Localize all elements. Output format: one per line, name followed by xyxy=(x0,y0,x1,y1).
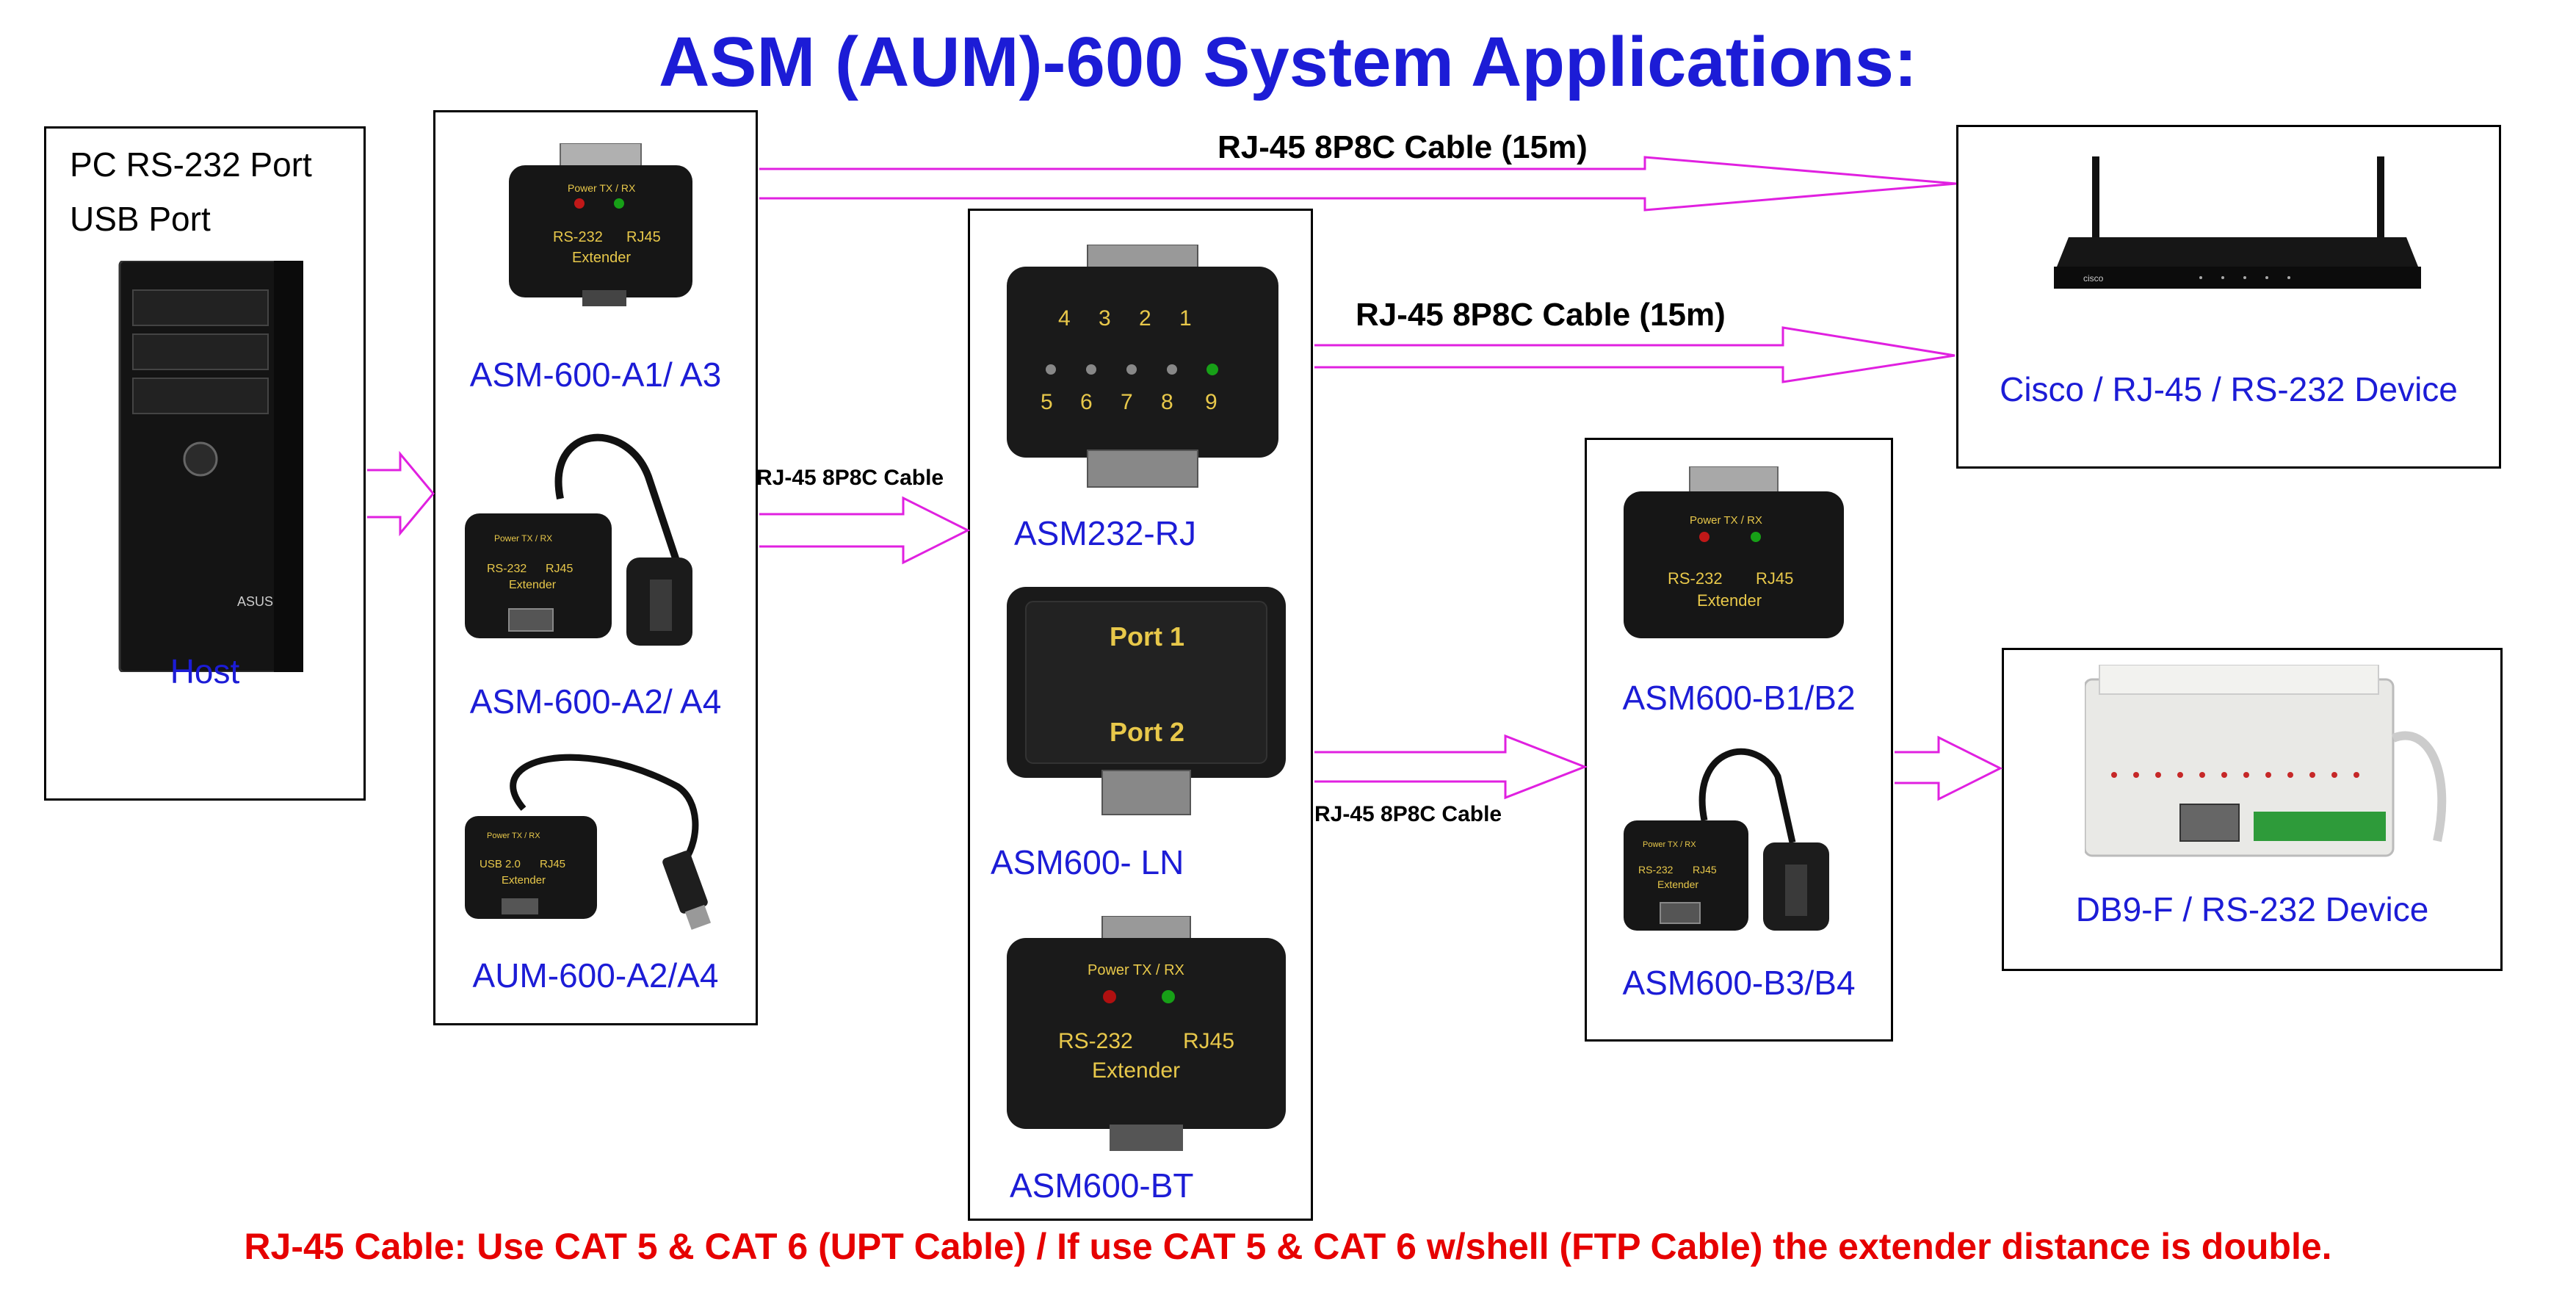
asm232-rj-label: ASM232-RJ xyxy=(1014,514,1196,552)
arrow-col2-to-cisco xyxy=(1314,326,1955,383)
svg-text:RJ45: RJ45 xyxy=(1183,1029,1234,1053)
asm-600-a1-label: ASM-600-A1/ A3 xyxy=(469,356,722,394)
svg-text:RJ45: RJ45 xyxy=(546,563,573,575)
db9-module-image xyxy=(2085,665,2447,857)
svg-text:2: 2 xyxy=(1139,306,1151,331)
svg-text:Extender: Extender xyxy=(509,579,557,591)
svg-text:Extender: Extender xyxy=(572,250,631,266)
adapter-column-2: 4 3 2 1 5 6 7 8 9 ASM232-RJ Port 1 Port … xyxy=(968,209,1313,1221)
host-line-rs232: PC RS-232 Port xyxy=(70,145,312,184)
asm600-b1-label: ASM600-B1/B2 xyxy=(1622,679,1856,717)
adapter-column-3: Power TX / RX RS-232 RJ45 Extender ASM60… xyxy=(1585,438,1893,1042)
svg-text:RS-232: RS-232 xyxy=(1668,569,1723,588)
db9-device-box: DB9-F / RS-232 Device xyxy=(2002,648,2503,971)
cable-label-col1-col2: RJ-45 8P8C Cable xyxy=(756,466,944,490)
aum-600-a2-device-image: Power TX / RX USB 2.0 RJ45 Extender xyxy=(465,754,712,930)
svg-text:Extender: Extender xyxy=(1697,591,1762,610)
cisco-device-box: cisco Cisco / RJ-45 / RS-232 Device xyxy=(1956,125,2501,469)
svg-text:6: 6 xyxy=(1080,390,1093,414)
arrow-col3-to-db9 xyxy=(1895,735,2003,801)
svg-text:Extender: Extender xyxy=(1657,878,1698,890)
svg-text:4: 4 xyxy=(1058,306,1071,331)
host-box: PC RS-232 Port USB Port ASUS Host xyxy=(44,126,366,801)
svg-text:RJ45: RJ45 xyxy=(1756,569,1793,588)
cable-label-mid: RJ-45 8P8C Cable (15m) xyxy=(1356,297,1726,333)
svg-text:Power TX / RX: Power TX / RX xyxy=(568,182,636,194)
pc-tower-image: ASUS xyxy=(118,261,303,672)
svg-text:USB 2.0: USB 2.0 xyxy=(480,858,521,870)
asm600-ln-device-image: Port 1 Port 2 xyxy=(1007,587,1286,815)
svg-text:Extender: Extender xyxy=(1092,1058,1180,1083)
db9-device-label: DB9-F / RS-232 Device xyxy=(2075,890,2429,928)
asm600-b3-device-image: Power TX / RX RS-232 RJ45 Extender xyxy=(1624,748,1829,931)
arrow-col1-to-col2 xyxy=(759,496,971,565)
host-label: Host xyxy=(170,652,240,690)
host-line-usb: USB Port xyxy=(70,200,211,238)
svg-text:Power TX / RX: Power TX / RX xyxy=(1690,514,1762,527)
svg-text:3: 3 xyxy=(1099,306,1111,331)
asm600-ln-label: ASM600- LN xyxy=(991,843,1184,881)
svg-text:5: 5 xyxy=(1041,390,1053,414)
router-image: cisco xyxy=(2054,156,2421,289)
arrow-col1-to-cisco xyxy=(759,156,1957,212)
svg-text:Extender: Extender xyxy=(502,874,546,887)
aum-600-a2-label: AUM-600-A2/A4 xyxy=(472,956,719,995)
asm600-bt-label: ASM600-BT xyxy=(1010,1166,1194,1205)
asm600-bt-device-image: Power TX / RX RS-232 RJ45 Extender xyxy=(1007,916,1286,1151)
svg-text:1: 1 xyxy=(1179,306,1192,331)
cable-label-col2-col3: RJ-45 8P8C Cable xyxy=(1314,802,1502,826)
asm600-b1-device-image: Power TX / RX RS-232 RJ45 Extender xyxy=(1624,466,1844,638)
asm232-rj-device-image: 4 3 2 1 5 6 7 8 9 xyxy=(1007,245,1278,488)
svg-text:RJ45: RJ45 xyxy=(626,229,661,245)
svg-text:Power TX / RX: Power TX / RX xyxy=(494,533,552,544)
asm-600-a2-device-image: Power TX / RX RS-232 RJ45 Extender xyxy=(465,433,692,646)
cable-label-top: RJ-45 8P8C Cable (15m) xyxy=(1218,129,1588,165)
svg-text:RJ45: RJ45 xyxy=(540,858,565,870)
arrow-col2-to-col3 xyxy=(1314,734,1588,800)
svg-text:Port 1: Port 1 xyxy=(1110,621,1184,652)
svg-text:Power TX / RX: Power TX / RX xyxy=(487,831,540,840)
adapter-column-1: Power TX / RX RS-232 RJ45 Extender ASM-6… xyxy=(433,110,758,1025)
asm600-b3-label: ASM600-B3/B4 xyxy=(1622,964,1856,1002)
asm-600-a1-device-image: Power TX / RX RS-232 RJ45 Extender xyxy=(509,143,692,306)
svg-text:9: 9 xyxy=(1205,390,1218,414)
page-title: ASM (AUM)-600 System Applications: xyxy=(658,23,1918,101)
svg-text:RS-232: RS-232 xyxy=(1058,1029,1133,1053)
svg-text:RS-232: RS-232 xyxy=(1638,864,1674,876)
svg-text:RS-232: RS-232 xyxy=(553,229,603,245)
cisco-device-label: Cisco / RJ-45 / RS-232 Device xyxy=(2000,370,2458,408)
svg-text:Port 2: Port 2 xyxy=(1110,717,1184,747)
cable-note: RJ-45 Cable: Use CAT 5 & CAT 6 (UPT Cabl… xyxy=(244,1226,2332,1267)
asm-600-a2-label: ASM-600-A2/ A4 xyxy=(469,682,722,721)
svg-text:8: 8 xyxy=(1161,390,1173,414)
svg-text:cisco: cisco xyxy=(2083,273,2104,284)
svg-text:Power TX / RX: Power TX / RX xyxy=(1643,840,1696,849)
svg-text:Power TX / RX: Power TX / RX xyxy=(1088,962,1184,978)
svg-text:RS-232: RS-232 xyxy=(487,563,527,575)
svg-text:7: 7 xyxy=(1121,390,1133,414)
svg-text:RJ45: RJ45 xyxy=(1693,864,1717,876)
svg-text:ASUS: ASUS xyxy=(237,594,273,609)
arrow-host-to-col1 xyxy=(367,450,435,537)
